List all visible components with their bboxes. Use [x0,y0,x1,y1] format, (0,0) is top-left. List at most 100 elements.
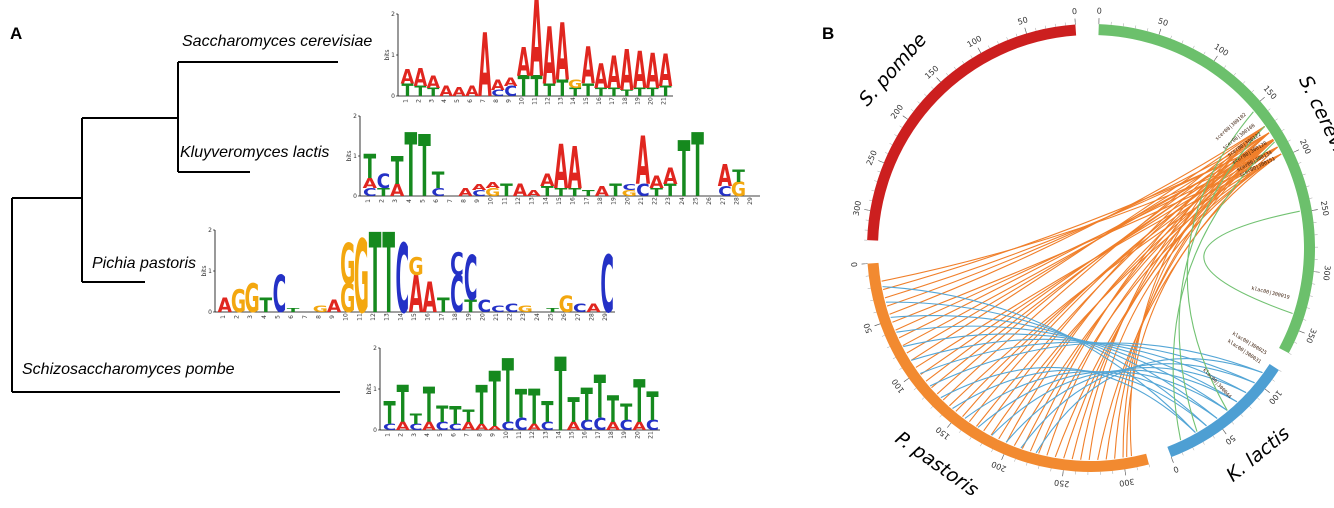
logo-position-label: 3 [247,315,254,319]
genome-minor-tick [1233,73,1236,76]
logo-letter-t: T [423,379,435,433]
logo-letter-t: T [650,186,663,199]
logo-letter-glyph: A [567,419,581,433]
logo-position-label: 16 [582,431,589,439]
logo-letter-a: A [607,47,621,100]
logo-letter-a: A [530,0,544,102]
logo-letter-glyph: C [622,183,636,192]
logo-letter-glyph: T [423,379,435,433]
logo-letter-g: G [340,276,355,322]
logo-letter-glyph: T [515,383,527,428]
logo-letter-t: T [475,376,487,438]
logo-position-label: 4 [441,99,448,103]
logo-letter-g: G [731,180,746,201]
logo-letter-t: T [634,86,646,99]
species-label-k-lactis: Kluyveromyces lactis [180,144,329,161]
logo-letter-glyph: T [554,338,566,455]
logo-position-label: 5 [454,99,461,103]
logo-letter-glyph: T [383,396,396,432]
logo-letter-glyph: T [427,86,439,99]
logo-letter-glyph: A [465,83,479,100]
logo-y-tick-label: 2 [391,11,395,18]
logo-letter-c: C [450,247,464,283]
logo-letter-c: C [431,186,445,199]
logo-letter-a: A [478,16,492,117]
logo-letter-a: A [218,293,233,317]
genome-minor-tick [921,397,925,400]
logo-letter-a: A [401,67,415,89]
logo-position-label: 11 [501,197,508,205]
synteny-link [892,153,1282,323]
logo-position-label: 7 [480,99,487,103]
logo-letter-glyph: C [409,423,422,433]
genome-minor-tick [877,170,881,173]
logo-position-label: 5 [274,315,281,319]
logo-letter-a: A [517,41,531,86]
logo-position-label: 2 [378,199,385,203]
synteny-link [881,146,1278,282]
logo-letter-a: A [486,181,502,190]
logo-position-label: 6 [467,99,474,103]
logo-position-label: 19 [466,313,473,321]
logo-position-label: 3 [411,433,418,437]
genome-minor-tick [1192,447,1195,451]
logo-position-label: 10 [343,313,350,321]
logo-letter-t: T [259,293,272,317]
logo-letter-a: A [646,45,660,99]
logo-letter-glyph: A [478,16,492,117]
logo-letter-glyph: T [436,401,448,428]
logo-letter-t: T [464,298,477,317]
genome-minor-tick [1192,45,1195,49]
genome-tick-label: 300 [1321,265,1332,281]
genome-minor-tick [1202,441,1205,445]
logo-letter-t: T [567,392,580,431]
logo-letter-c: C [504,83,517,100]
logo-letter-t: T [621,89,634,99]
logo-letter-glyph: A [620,37,634,103]
logo-letter-c: C [396,225,410,336]
logo-letter-g: G [408,252,423,282]
genome-tick-label: 250 [1054,478,1070,489]
genome-tick-label: 350 [1304,327,1318,345]
logo-position-label: 25 [693,197,700,205]
logo-letter-glyph: C [718,183,732,199]
logo-letter-glyph: T [404,114,417,216]
logo-y-axis-label: bits [384,50,391,61]
logo-letter-glyph: A [363,175,378,191]
logo-letter-t: T [531,70,543,104]
logo-letter-c: C [541,419,554,433]
logo-letter-t: T [660,83,672,100]
genome-tick-label: 250 [865,149,879,167]
logo-letter-a: A [606,419,620,433]
logo-letter-glyph: C [450,266,464,324]
logo-letter-glyph: T [608,86,620,99]
logo-letter-glyph: T [556,75,568,102]
logo-letter-t: T [647,86,659,99]
logo-letter-glyph: G [518,305,533,314]
logo-letter-glyph: A [527,189,543,198]
logo-letter-glyph: T [691,114,704,216]
logo-letter-glyph: A [513,182,528,201]
logo-position-label: 2 [233,315,240,319]
logo-position-label: 20 [624,197,631,205]
logo-position-label: 9 [506,99,513,103]
logo-position-label: 3 [428,99,435,103]
logo-letter-glyph: C [273,266,287,324]
logo-letter-a: A [465,83,479,100]
synteny-link [882,139,1274,291]
genome-minor-tick [1136,467,1138,471]
genome-minor-tick [899,125,903,128]
genome-minor-tick [946,73,949,76]
logo-y-tick-label: 0 [373,427,377,434]
logo-letter-glyph: A [581,37,595,96]
logo-position-label: 7 [302,315,309,319]
phylogeny-panel: Saccharomyces cerevisiae Kluyveromyces l… [11,0,760,455]
logo-letter-glyph: T [418,119,431,217]
logo-letter-a: A [513,182,528,201]
logo-letter-glyph: A [396,419,410,433]
genome-minor-tick [889,143,893,145]
logo-letter-c: C [491,305,505,314]
synteny-link [886,301,1207,427]
